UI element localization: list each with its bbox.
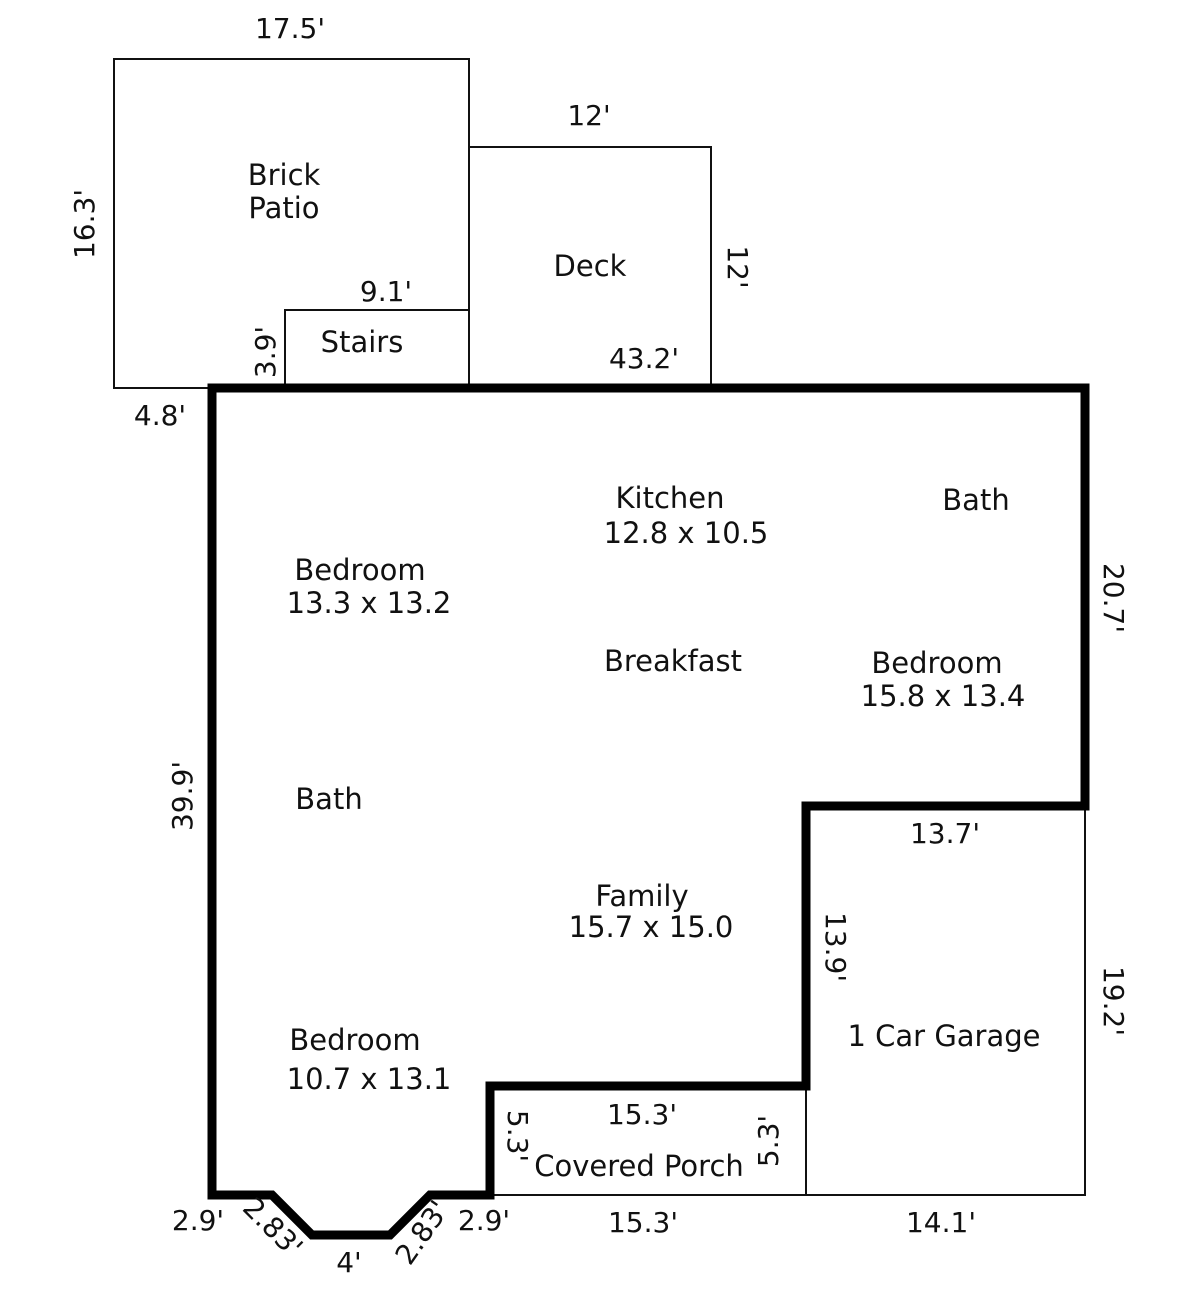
- dim-patio-width: 17.5': [255, 12, 325, 45]
- dim-porch-left: 5.3': [501, 1110, 534, 1162]
- bedroom-right-size: 15.8 x 13.4: [861, 679, 1026, 713]
- dim-porch-right: 5.3': [752, 1115, 785, 1167]
- covered-porch-label: Covered Porch: [534, 1149, 744, 1183]
- dim-garage-inner-left: 13.9': [819, 912, 852, 982]
- house-outline: [207, 383, 1090, 1240]
- deck-label: Deck: [554, 249, 627, 283]
- bath-left-label: Bath: [295, 782, 362, 816]
- dim-house-left: 39.9': [166, 761, 199, 831]
- breakfast-label: Breakfast: [604, 644, 742, 678]
- dim-patio-height: 16.3': [68, 189, 101, 259]
- dim-porch-top: 15.3': [607, 1098, 677, 1131]
- dim-bottom-garage: 14.1': [906, 1206, 976, 1239]
- dim-bay-left-flat: 2.9': [172, 1204, 224, 1237]
- bath-upper-right-label: Bath: [942, 483, 1009, 517]
- family-size: 15.7 x 15.0: [569, 910, 734, 944]
- dim-bay-bottom: 4': [336, 1246, 362, 1279]
- dim-garage-top: 13.7': [910, 817, 980, 850]
- bedroom-bottom-left-label: Bedroom: [289, 1023, 420, 1057]
- dim-bottom-porch: 15.3': [608, 1206, 678, 1239]
- kitchen-size: 12.8 x 10.5: [604, 516, 769, 550]
- dim-deck-height: 12': [721, 245, 754, 288]
- dim-bay-right-flat: 2.9': [458, 1204, 510, 1237]
- brick-patio-label-line2: Patio: [248, 191, 319, 225]
- bedroom-bottom-left-size: 10.7 x 13.1: [287, 1062, 452, 1096]
- dim-garage-right: 19.2': [1097, 966, 1130, 1036]
- bedroom-top-left-size: 13.3 x 13.2: [287, 586, 452, 620]
- bedroom-top-left-label: Bedroom: [294, 553, 425, 587]
- dim-patio-offset: 4.8': [134, 399, 186, 432]
- kitchen-label: Kitchen: [616, 481, 725, 515]
- garage-outline: [805, 805, 1086, 1196]
- dim-house-top: 43.2': [609, 342, 679, 375]
- dim-house-right-upper: 20.7': [1097, 563, 1130, 633]
- brick-patio-label-line1: Brick: [248, 158, 321, 192]
- dim-stairs-width: 9.1': [360, 275, 412, 308]
- bedroom-right-label: Bedroom: [871, 646, 1002, 680]
- stairs-label: Stairs: [321, 325, 404, 359]
- dim-deck-width: 12': [567, 99, 610, 132]
- dim-stairs-height: 3.9': [249, 326, 282, 378]
- family-label: Family: [595, 879, 688, 913]
- garage-label: 1 Car Garage: [847, 1019, 1040, 1053]
